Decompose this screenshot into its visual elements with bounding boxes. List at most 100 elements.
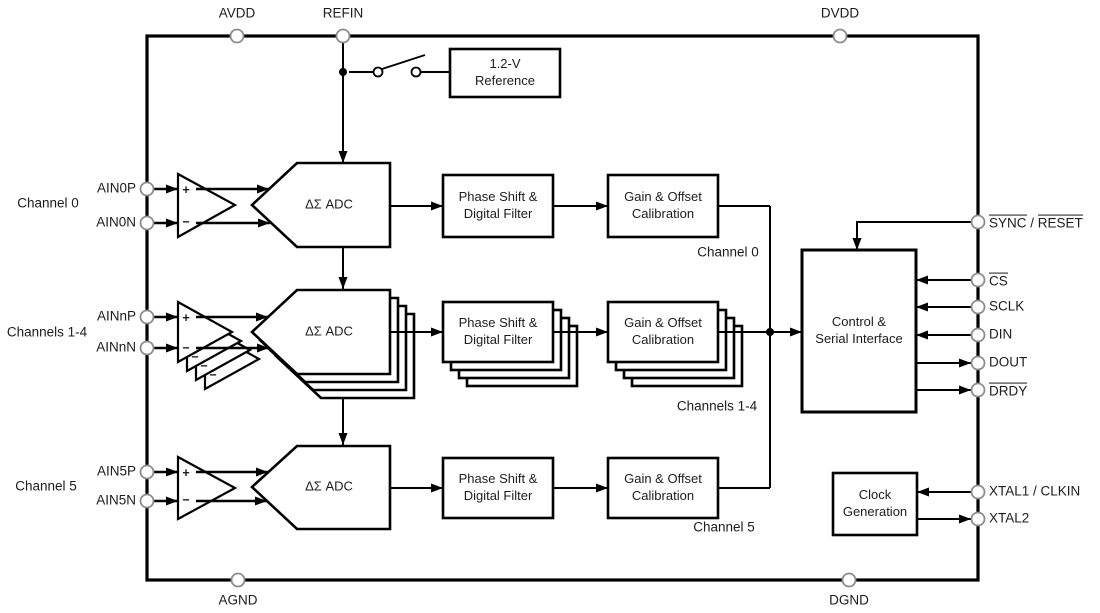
adc-ch5 [250, 444, 392, 531]
channels14-group-label: Channels 1-4 [6, 324, 88, 340]
pin-label-ain0p: AIN0P [96, 180, 136, 196]
clock-label: Clock Generation [843, 487, 907, 521]
cal-ch14-line2: Calibration [631, 332, 695, 347]
pin-label-ain5n: AIN5N [96, 492, 136, 508]
sync-word: SYNC [989, 214, 1027, 231]
control-line2: Serial Interface [815, 331, 903, 346]
sclk-pin [970, 299, 986, 315]
pin-label-sclk: SCLK [989, 298, 1025, 314]
cal-ch5-label: Gain & Offset Calibration [624, 471, 702, 505]
filter-ch14-stack [441, 300, 579, 388]
pin-label-cs: CS [989, 272, 1008, 290]
adc-ch0-label: ΔΣ ADC [305, 196, 353, 212]
pin-label-din: DIN [989, 326, 1013, 342]
filter-ch0-label: Phase Shift & Digital Filter [459, 189, 538, 223]
pin-label-ainnn: AINnN [96, 339, 136, 355]
refin-pin [335, 28, 351, 44]
channel5-group-label: Channel 5 [15, 478, 77, 494]
switch-terminal-right [410, 66, 422, 78]
xtal1-pin [970, 484, 986, 500]
pin-label-refin: REFIN [322, 5, 364, 21]
pin-label-dvdd: DVDD [820, 5, 860, 21]
cal-ch0-line2: Calibration [631, 206, 695, 221]
reference-box [448, 47, 562, 99]
filter-ch5-label: Phase Shift & Digital Filter [459, 471, 538, 505]
pin-label-dgnd: DGND [829, 592, 869, 608]
pin-terminals [139, 28, 986, 588]
adc-ch14 [250, 288, 392, 376]
refin-junction-dot [339, 68, 347, 76]
cal-box-ch5 [606, 456, 720, 520]
clock-line1: Clock [858, 487, 892, 503]
channels14-out-label: Channels 1-4 [676, 398, 758, 414]
channel5-out-label: Channel 5 [693, 519, 755, 535]
clock-box [831, 471, 919, 537]
pin-label-agnd: AGND [218, 592, 258, 608]
amp-ch14-plus: + [182, 310, 190, 325]
reference-label: 1.2-V Reference [475, 56, 535, 90]
pin-label-xtal2: XTAL2 [989, 510, 1030, 526]
cal-ch0-label: Gain & Offset Calibration [624, 189, 702, 223]
filter-box-ch14 [441, 300, 555, 364]
adc-ch14-stack [250, 288, 416, 400]
sync-separator: / [1026, 215, 1038, 231]
filter-ch14-label: Phase Shift & Digital Filter [459, 315, 538, 349]
avdd-pin [229, 28, 245, 44]
xtal2-pin [970, 511, 986, 527]
adc-ch0 [250, 161, 392, 249]
ainnp-pin [139, 309, 155, 325]
pin-label-sync-reset: SYNC / RESET [989, 214, 1083, 232]
adc-ch5-label: ΔΣ ADC [305, 478, 353, 494]
filter-box-ch0 [441, 173, 555, 239]
filter-ch5-line2: Digital Filter [463, 488, 533, 503]
reset-word: RESET [1037, 214, 1083, 231]
channel0-group-label: Channel 0 [17, 195, 79, 211]
cal-ch0-line1: Gain & Offset [624, 189, 702, 205]
din-pin [970, 327, 986, 343]
cs-word: CS [989, 272, 1008, 289]
filter-ch0-line1: Phase Shift & [458, 189, 538, 205]
pin-label-drdy: DRDY [989, 382, 1028, 400]
sync-reset-wire [852, 221, 971, 250]
filter-ch14-line2: Digital Filter [463, 332, 533, 347]
cal-ch14-label: Gain & Offset Calibration [624, 315, 702, 349]
drdy-pin [970, 382, 986, 398]
cs-pin [970, 272, 986, 288]
ainnn-pin [139, 340, 155, 356]
amp-stack-minus: − [200, 358, 208, 373]
filter-ch14-line1: Phase Shift & [458, 315, 538, 331]
control-line1: Control & [831, 314, 887, 330]
control-label: Control & Serial Interface [815, 314, 902, 348]
dgnd-pin [841, 572, 857, 588]
amp-ch0-minus: − [182, 214, 190, 229]
pin-label-dout: DOUT [989, 354, 1028, 370]
amp-ch14-minus: − [182, 340, 190, 355]
pin-label-ain5p: AIN5P [96, 463, 136, 479]
amp-stack-minus: − [209, 367, 217, 382]
amp-ch5-plus: + [182, 465, 190, 480]
channel0-out-label: Channel 0 [697, 244, 759, 260]
adc-ch14-label: ΔΣ ADC [305, 323, 353, 339]
amp-ch14-stack [176, 300, 262, 391]
filter-ch0-line2: Digital Filter [463, 206, 533, 221]
reference-line2: Reference [475, 73, 535, 88]
dout-pin [970, 355, 986, 371]
ain0p-pin [139, 181, 155, 197]
amp-stack-minus: − [191, 349, 199, 364]
cal-ch5-line2: Calibration [631, 488, 695, 503]
pin-label-xtal1-clkin: XTAL1 / CLKIN [989, 483, 1081, 499]
pin-label-ain0n: AIN0N [96, 214, 136, 230]
agnd-pin [230, 572, 246, 588]
pin-label-avdd: AVDD [218, 5, 256, 21]
switch-blade [381, 54, 426, 70]
dvdd-pin [832, 28, 848, 44]
ain0n-pin [139, 215, 155, 231]
cal-ch14-line1: Gain & Offset [624, 315, 702, 331]
amp-ch0-plus: + [182, 182, 190, 197]
drdy-word: DRDY [989, 382, 1028, 399]
sync-reset-pin [970, 214, 986, 230]
ain5n-pin [139, 493, 155, 509]
amp-ch5-minus: − [182, 492, 190, 507]
